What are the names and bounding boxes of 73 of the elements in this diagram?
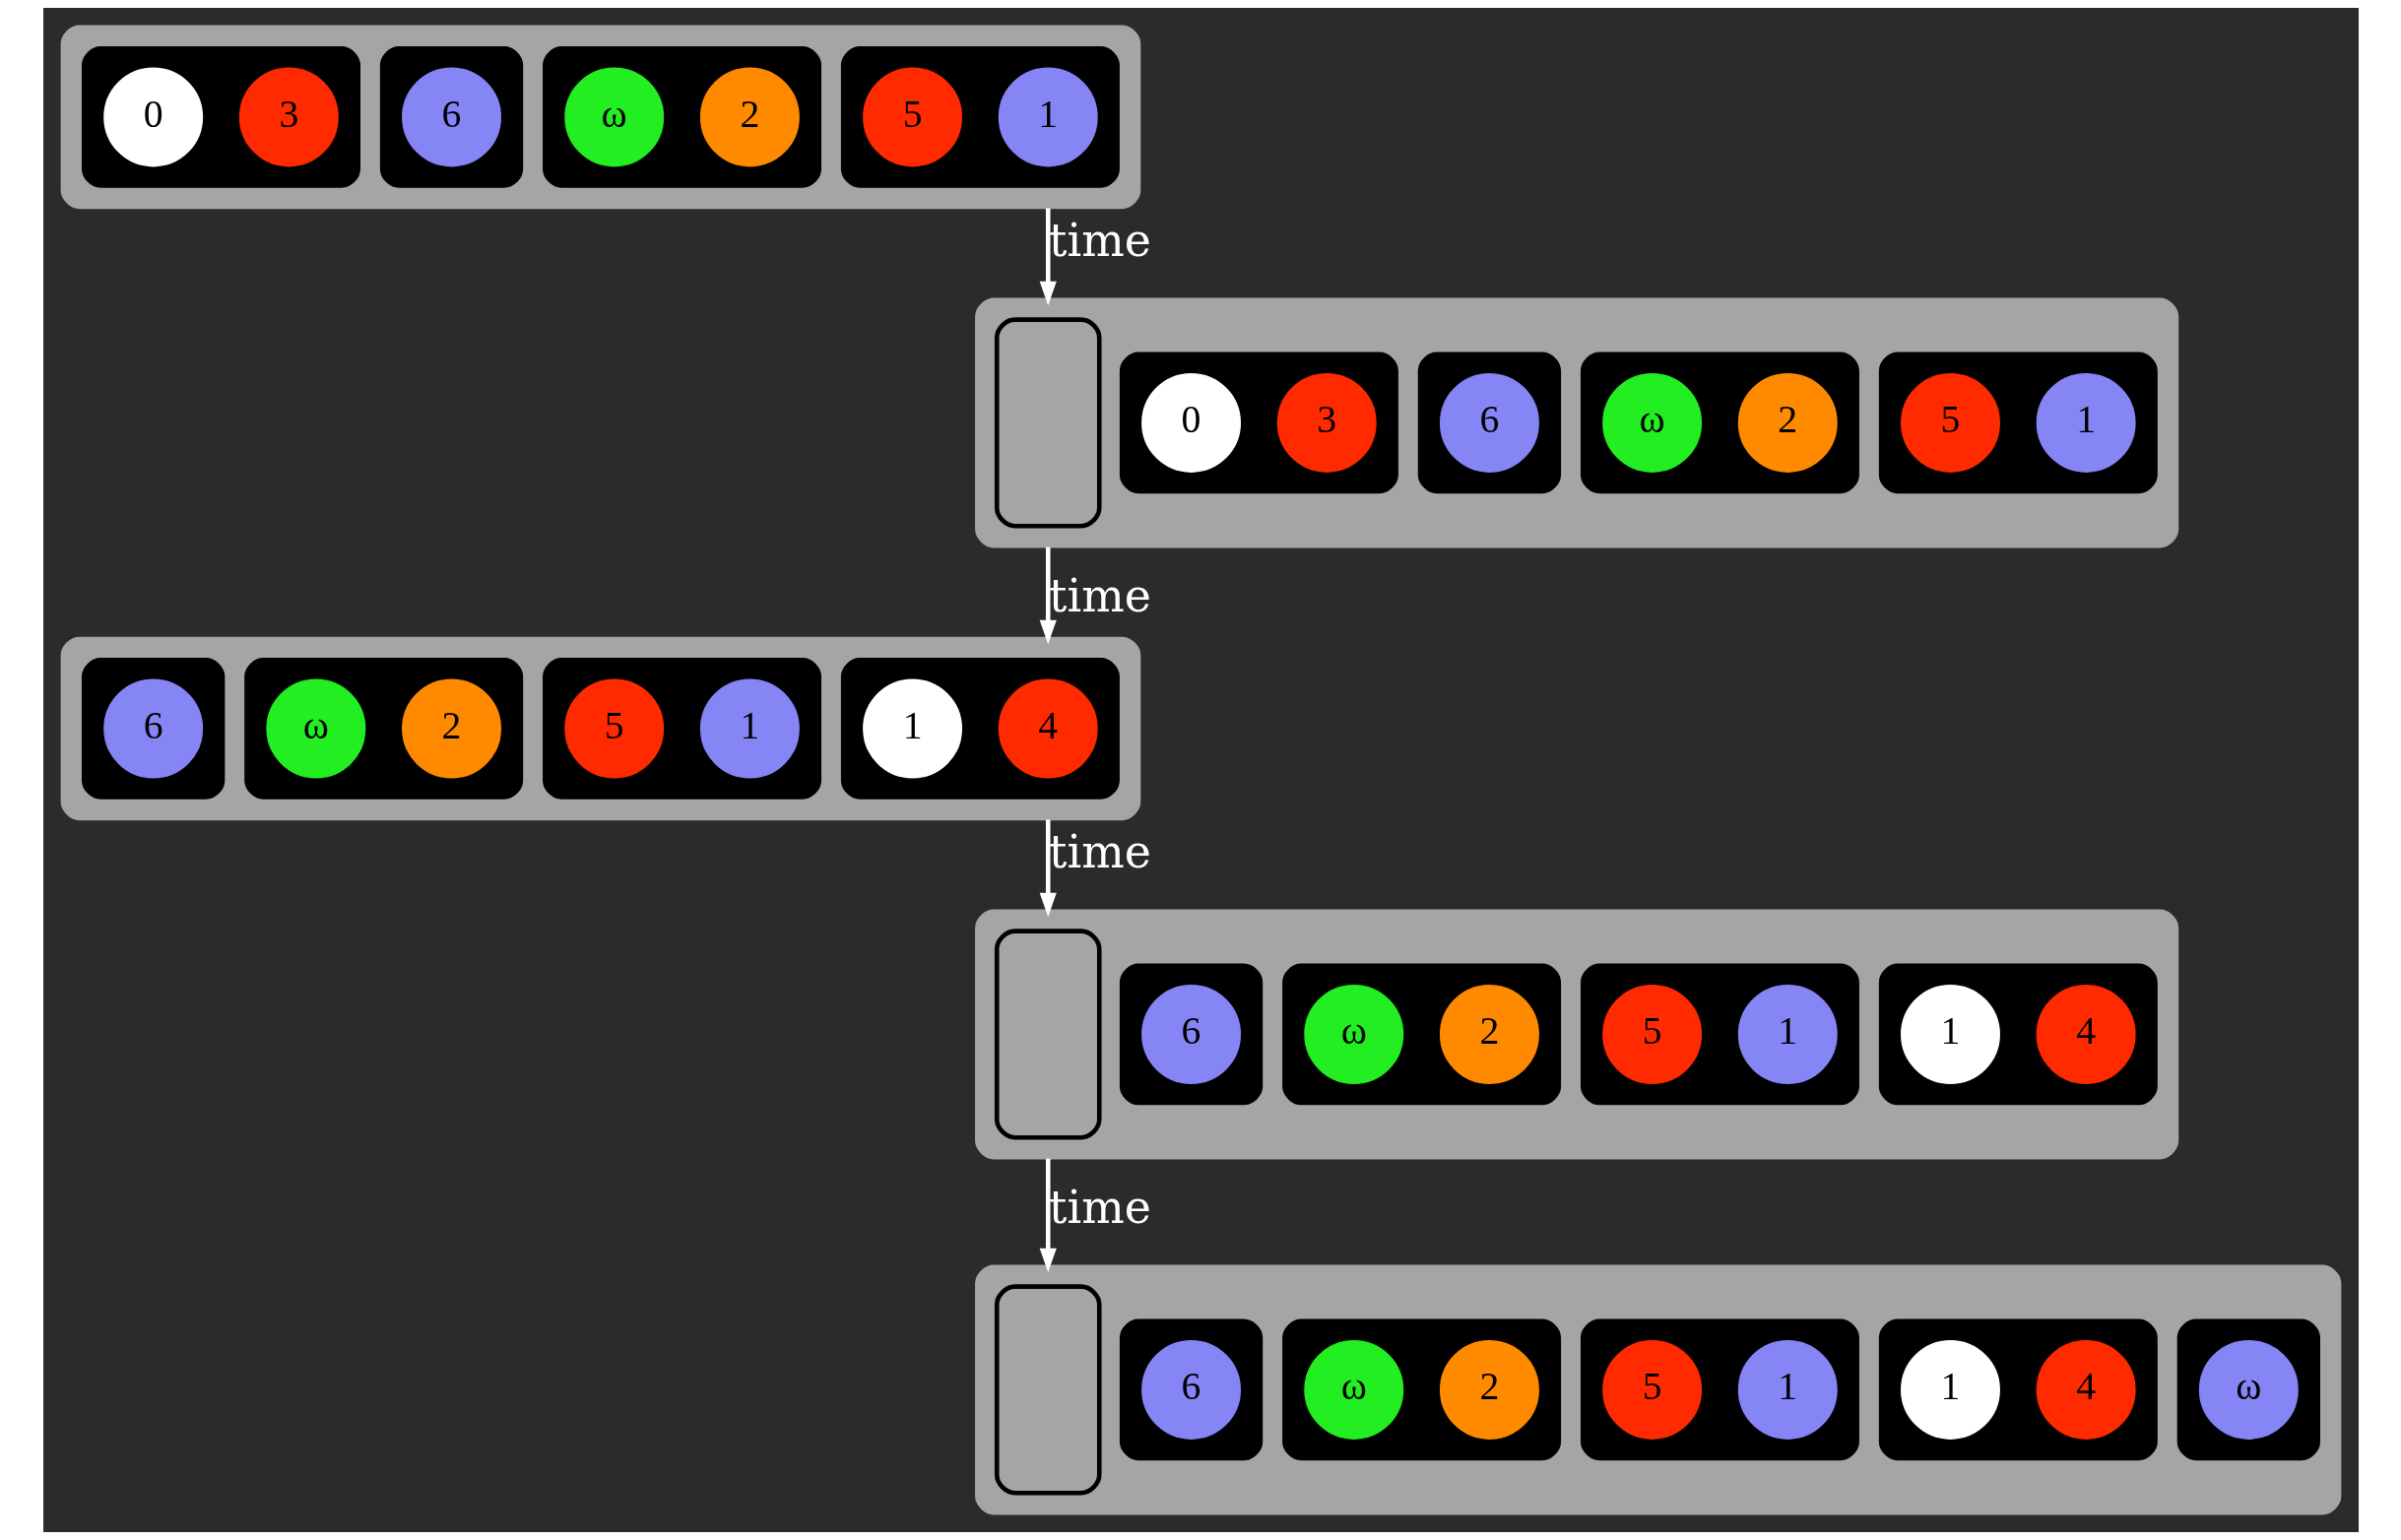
cluster (974, 297, 2178, 548)
node-circle: 4 (2036, 984, 2136, 1084)
cluster (81, 46, 360, 188)
node-circle: ω (1303, 984, 1403, 1084)
cluster (1580, 352, 1859, 494)
node-circle: 1 (1737, 984, 1838, 1084)
cluster (379, 46, 523, 188)
node-circle: 1 (1737, 1339, 1838, 1440)
cluster (1878, 963, 2158, 1106)
cluster (974, 909, 2178, 1160)
arrow (1039, 819, 1057, 918)
edge-label: time (1048, 1181, 1151, 1235)
cluster (243, 658, 523, 800)
cluster (1119, 1318, 1263, 1461)
node-circle: 2 (1439, 1339, 1539, 1440)
arrow (1039, 1158, 1057, 1273)
node-circle: 1 (1900, 984, 2000, 1084)
node-circle: 2 (699, 67, 800, 167)
arrow (1039, 546, 1057, 645)
node-circle: 2 (1737, 372, 1838, 473)
node-circle: ω (265, 678, 365, 779)
node-circle: 6 (102, 678, 203, 779)
arrow (1039, 208, 1057, 306)
node-circle: 5 (563, 678, 664, 779)
node-circle: 0 (102, 67, 203, 167)
cluster (60, 25, 1140, 210)
node-circle: 5 (1900, 372, 2000, 473)
cluster (840, 46, 1120, 188)
cluster (60, 636, 1140, 821)
node-circle: 0 (1140, 372, 1241, 473)
cluster (542, 46, 821, 188)
node-box (994, 1284, 1102, 1496)
node-circle: 4 (998, 678, 1098, 779)
cluster (1119, 352, 1398, 494)
node-circle: 1 (1900, 1339, 2000, 1440)
node-circle: 6 (1140, 1339, 1241, 1440)
cluster (840, 658, 1120, 800)
node-circle: 5 (1601, 1339, 1702, 1440)
cluster (542, 658, 821, 800)
node-circle: 5 (862, 67, 962, 167)
edge-label: time (1048, 214, 1151, 268)
node-circle: 5 (1601, 984, 1702, 1084)
node-circle: 3 (1276, 372, 1377, 473)
cluster (1281, 1318, 1561, 1461)
node-box (994, 929, 1102, 1140)
cluster (1580, 963, 1859, 1106)
node-circle: 2 (401, 678, 501, 779)
cluster (2176, 1318, 2320, 1461)
cluster (1281, 963, 1561, 1106)
cluster (1580, 1318, 1859, 1461)
node-circle: ω (2198, 1339, 2299, 1440)
node-box (994, 317, 1102, 529)
node-circle: 1 (699, 678, 800, 779)
node-circle: 3 (238, 67, 339, 167)
cluster (974, 1264, 2341, 1515)
edge-label: time (1048, 825, 1151, 879)
node-circle: 1 (998, 67, 1098, 167)
node-circle: 4 (2036, 1339, 2136, 1440)
node-circle: 6 (401, 67, 501, 167)
node-circle: 1 (2036, 372, 2136, 473)
node-circle: 6 (1439, 372, 1539, 473)
cluster (1878, 1318, 2158, 1461)
node-circle: ω (1601, 372, 1702, 473)
cluster (1119, 963, 1263, 1106)
cluster (81, 658, 225, 800)
edge-label: time (1048, 569, 1151, 623)
node-circle: 6 (1140, 984, 1241, 1084)
cluster (1417, 352, 1561, 494)
node-circle: ω (1303, 1339, 1403, 1440)
cluster (1878, 352, 2158, 494)
node-circle: ω (563, 67, 664, 167)
node-circle: 2 (1439, 984, 1539, 1084)
node-circle: 1 (862, 678, 962, 779)
